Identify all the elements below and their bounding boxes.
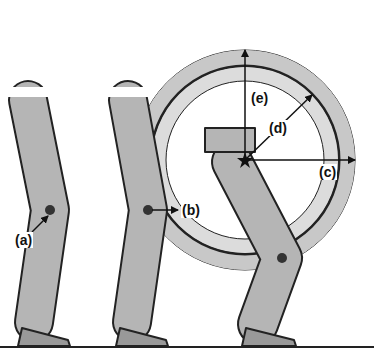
arrows (32, 50, 355, 232)
callout-label: (e) (250, 90, 269, 106)
callout-label: (d) (268, 120, 288, 136)
callout-label: (a) (14, 232, 33, 248)
callout-label: (c) (318, 164, 337, 180)
callout-label: (b) (181, 202, 201, 218)
ring (135, 50, 355, 270)
legs (8, 92, 296, 346)
ground-line (0, 346, 374, 348)
